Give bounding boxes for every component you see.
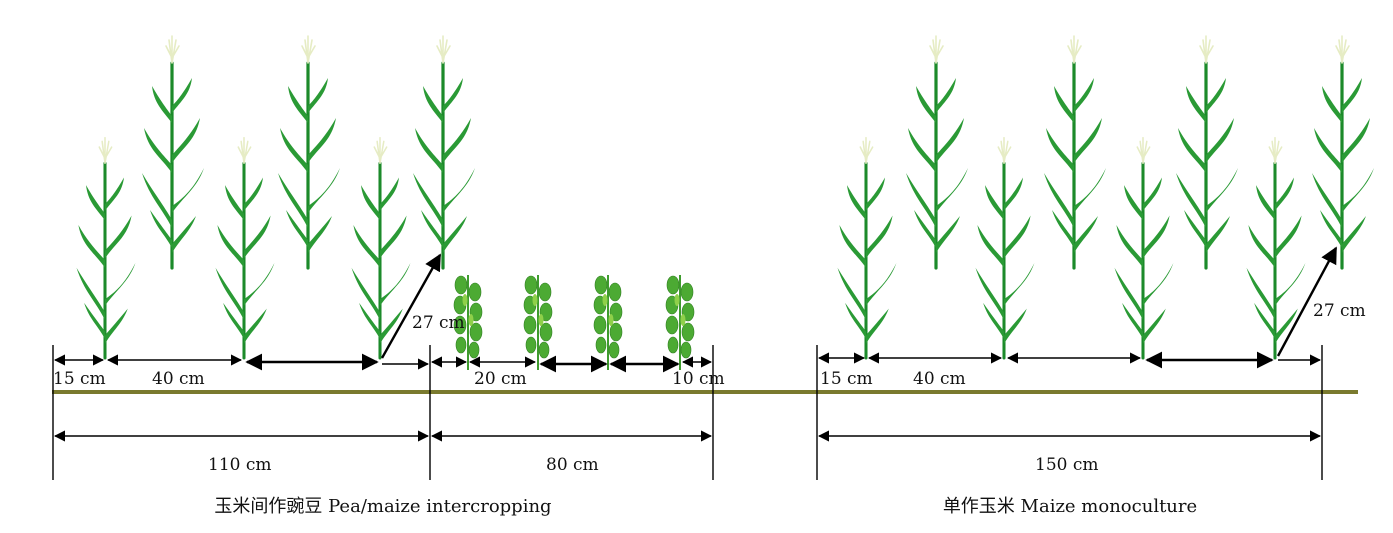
maize-plant (904, 34, 970, 270)
label-80cm: 80 cm (546, 455, 599, 475)
label-27cm-left: 27 cm (412, 313, 465, 333)
dimension-ticks (52, 345, 1323, 480)
caption-monoculture: 单作玉米 Maize monoculture (943, 496, 1197, 517)
label-20cm-pea: 20 cm (474, 369, 527, 389)
label-15cm-left: 15 cm (53, 369, 106, 389)
maize-plant (74, 136, 137, 360)
label-40cm-left: 40 cm (152, 369, 205, 389)
maize-plant (276, 34, 342, 270)
pea-plant (593, 274, 623, 371)
maize-plant (411, 34, 477, 270)
label-40cm-right: 40 cm (913, 369, 966, 389)
pea-plant (523, 274, 553, 371)
maize-plant (1174, 34, 1240, 270)
pea-plant (665, 274, 695, 371)
label-110cm: 110 cm (208, 455, 272, 475)
row-spacing-arrows-left (53, 253, 713, 373)
label-27cm-right: 27 cm (1313, 301, 1366, 321)
row-spacing-arrows-right (817, 246, 1338, 369)
maize-plant (1112, 136, 1175, 360)
caption-intercropping: 玉米间作豌豆 Pea/maize intercropping (214, 496, 551, 517)
maize-plant (213, 136, 276, 360)
maize-plant (973, 136, 1036, 360)
label-150cm: 150 cm (1035, 455, 1099, 475)
label-15cm-right: 15 cm (820, 369, 873, 389)
maize-plant (1310, 34, 1376, 270)
label-10cm-pea: 10 cm (672, 369, 725, 389)
maize-plant (835, 136, 898, 360)
maize-plant (140, 34, 206, 270)
maize-plant (1244, 136, 1307, 360)
maize-plant (1042, 34, 1108, 270)
